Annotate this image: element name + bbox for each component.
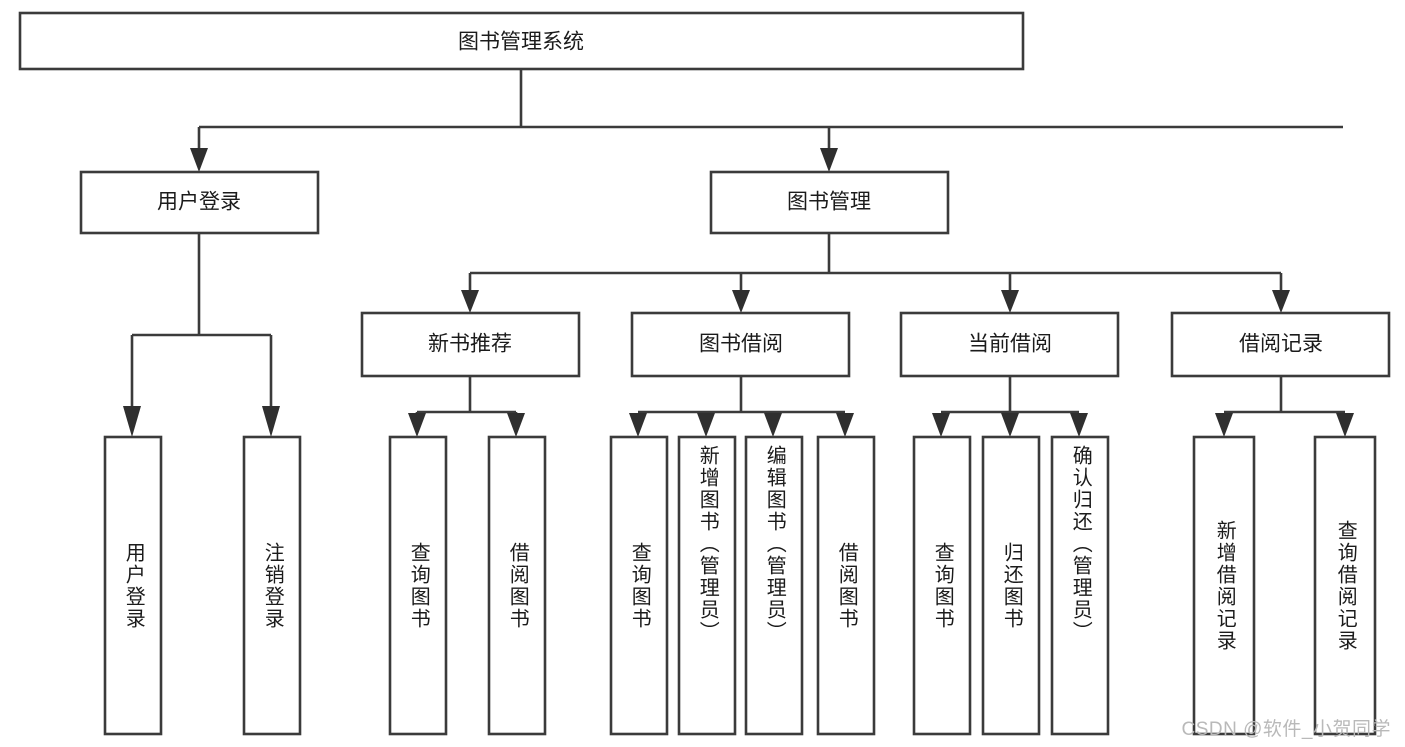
node-current-borrow-label: 当前借阅 — [968, 333, 1052, 356]
leaf-box-book-borrow-4[interactable] — [816, 435, 876, 736]
arrowhead-root-to-user-login — [190, 148, 208, 172]
arrowhead-root-to-book-mgmt — [820, 148, 838, 172]
leaf-box-new-book-1[interactable] — [388, 435, 448, 736]
node-book-borrow-box[interactable] — [630, 311, 851, 378]
leaf-box-new-book-2[interactable] — [487, 435, 547, 736]
arrowhead-borrow-record-leaf-2 — [1336, 413, 1354, 437]
arrowhead-to-current-borrow — [1001, 290, 1019, 313]
leaf-box-borrow-record-2[interactable] — [1313, 435, 1377, 736]
arrowhead-current-borrow-leaf-2 — [1001, 413, 1019, 437]
arrowhead-new-book-leaf-2 — [507, 413, 525, 437]
leaf-box-borrow-record-1[interactable] — [1192, 435, 1256, 736]
arrowhead-to-borrow-record — [1272, 290, 1290, 313]
leaf-box-book-borrow-2[interactable] — [677, 435, 737, 736]
node-borrow-record-label: 借阅记录 — [1239, 333, 1323, 356]
leaf-box-book-borrow-1[interactable] — [609, 435, 669, 736]
node-new-book-recommend-box[interactable] — [360, 311, 581, 378]
node-borrow-record-box[interactable] — [1170, 311, 1391, 378]
arrowhead-to-book-borrow — [732, 290, 750, 313]
node-current-borrow-box[interactable] — [899, 311, 1120, 378]
node-new-book-recommend-label: 新书推荐 — [428, 333, 512, 356]
node-root-box[interactable] — [18, 11, 1025, 71]
node-user-login-label: 用户登录 — [157, 191, 241, 214]
arrowhead-user-login-leaf-2 — [262, 406, 280, 437]
node-book-management-box[interactable] — [709, 170, 950, 235]
arrowhead-to-new-book-recommend — [461, 290, 479, 313]
arrowhead-current-borrow-leaf-1 — [932, 413, 950, 437]
leaf-box-current-borrow-1[interactable] — [912, 435, 972, 736]
leaf-box-user-login-1[interactable] — [103, 435, 163, 736]
arrowhead-user-login-leaf-1 — [123, 406, 141, 437]
arrowhead-borrow-record-leaf-1 — [1215, 413, 1233, 437]
arrowhead-book-borrow-leaf-1 — [629, 413, 647, 437]
arrowhead-book-borrow-leaf-4 — [836, 413, 854, 437]
csdn-watermark: CSDN @软件_小贺同学 — [1181, 719, 1391, 740]
arrowhead-book-borrow-leaf-3 — [764, 413, 782, 437]
arrowhead-book-borrow-leaf-2 — [697, 413, 715, 437]
leaf-box-user-login-2[interactable] — [242, 435, 302, 736]
arrowhead-current-borrow-leaf-3 — [1070, 413, 1088, 437]
arrowhead-new-book-leaf-1 — [408, 413, 426, 437]
leaf-box-current-borrow-3[interactable] — [1050, 435, 1110, 736]
node-book-management-label: 图书管理 — [787, 191, 871, 214]
leaf-box-current-borrow-2[interactable] — [981, 435, 1041, 736]
leaf-box-book-borrow-3[interactable] — [744, 435, 804, 736]
node-root-label: 图书管理系统 — [458, 31, 584, 54]
node-book-borrow-label: 图书借阅 — [699, 333, 783, 356]
